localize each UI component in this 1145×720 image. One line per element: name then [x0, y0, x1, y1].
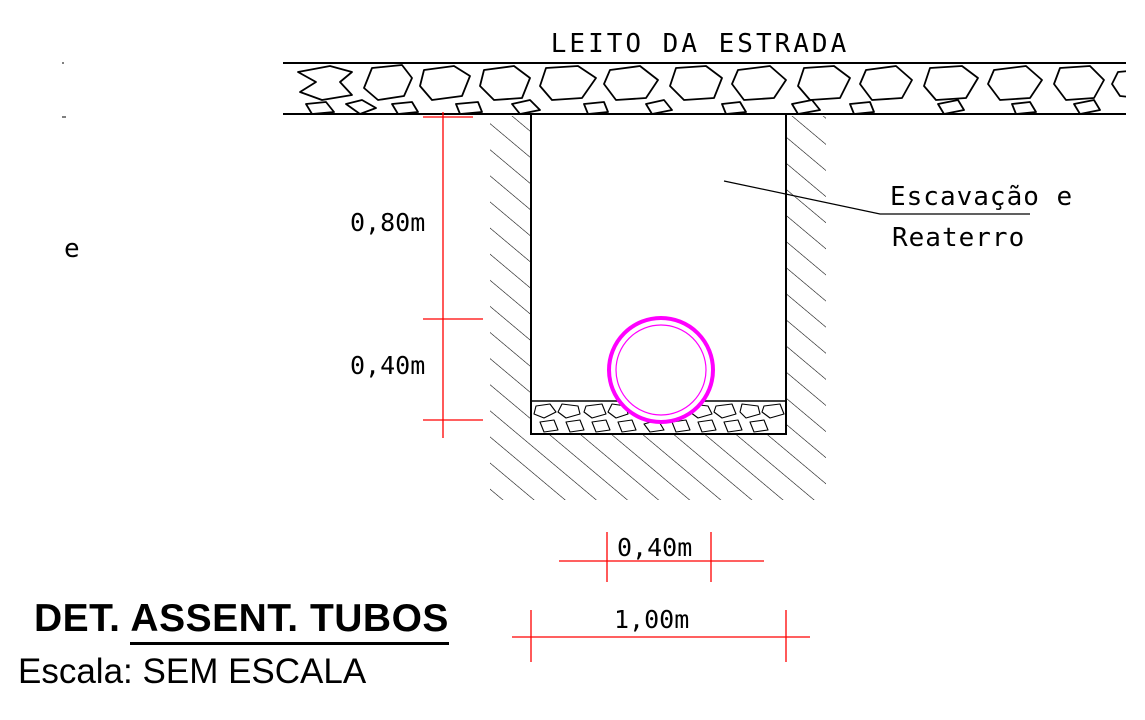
- trench-width-dimension: [512, 610, 810, 662]
- scale-note: Escala: SEM ESCALA: [18, 652, 367, 691]
- detail-title-prefix: DET.: [34, 597, 121, 640]
- excavation-label-line2: Reaterro: [892, 223, 1025, 253]
- depth-pipe-label: 0,40m: [350, 351, 425, 380]
- soil-hatching: [490, 116, 826, 500]
- pipe-width-dimension: [559, 532, 764, 582]
- pipe-width-label: 0,40m: [617, 533, 692, 562]
- excavation-label-line1: Escavação e: [890, 182, 1073, 212]
- road-bed: [283, 62, 1126, 115]
- margin-marks: [62, 62, 66, 118]
- trench-outline: [530, 114, 787, 435]
- excavation-leader: [723, 180, 1030, 215]
- detail-title-main: ASSENT. TUBOS: [130, 597, 449, 645]
- depth-cover-label: 0,80m: [350, 208, 425, 237]
- detail-title: DET. ASSENT. TUBOS: [34, 597, 449, 645]
- vertical-dimension: [423, 112, 483, 438]
- side-letter: e: [64, 234, 80, 264]
- pipe: [607, 316, 715, 424]
- road-bed-label: LEITO DA ESTRADA: [551, 29, 849, 59]
- trench-width-label: 1,00m: [614, 605, 689, 634]
